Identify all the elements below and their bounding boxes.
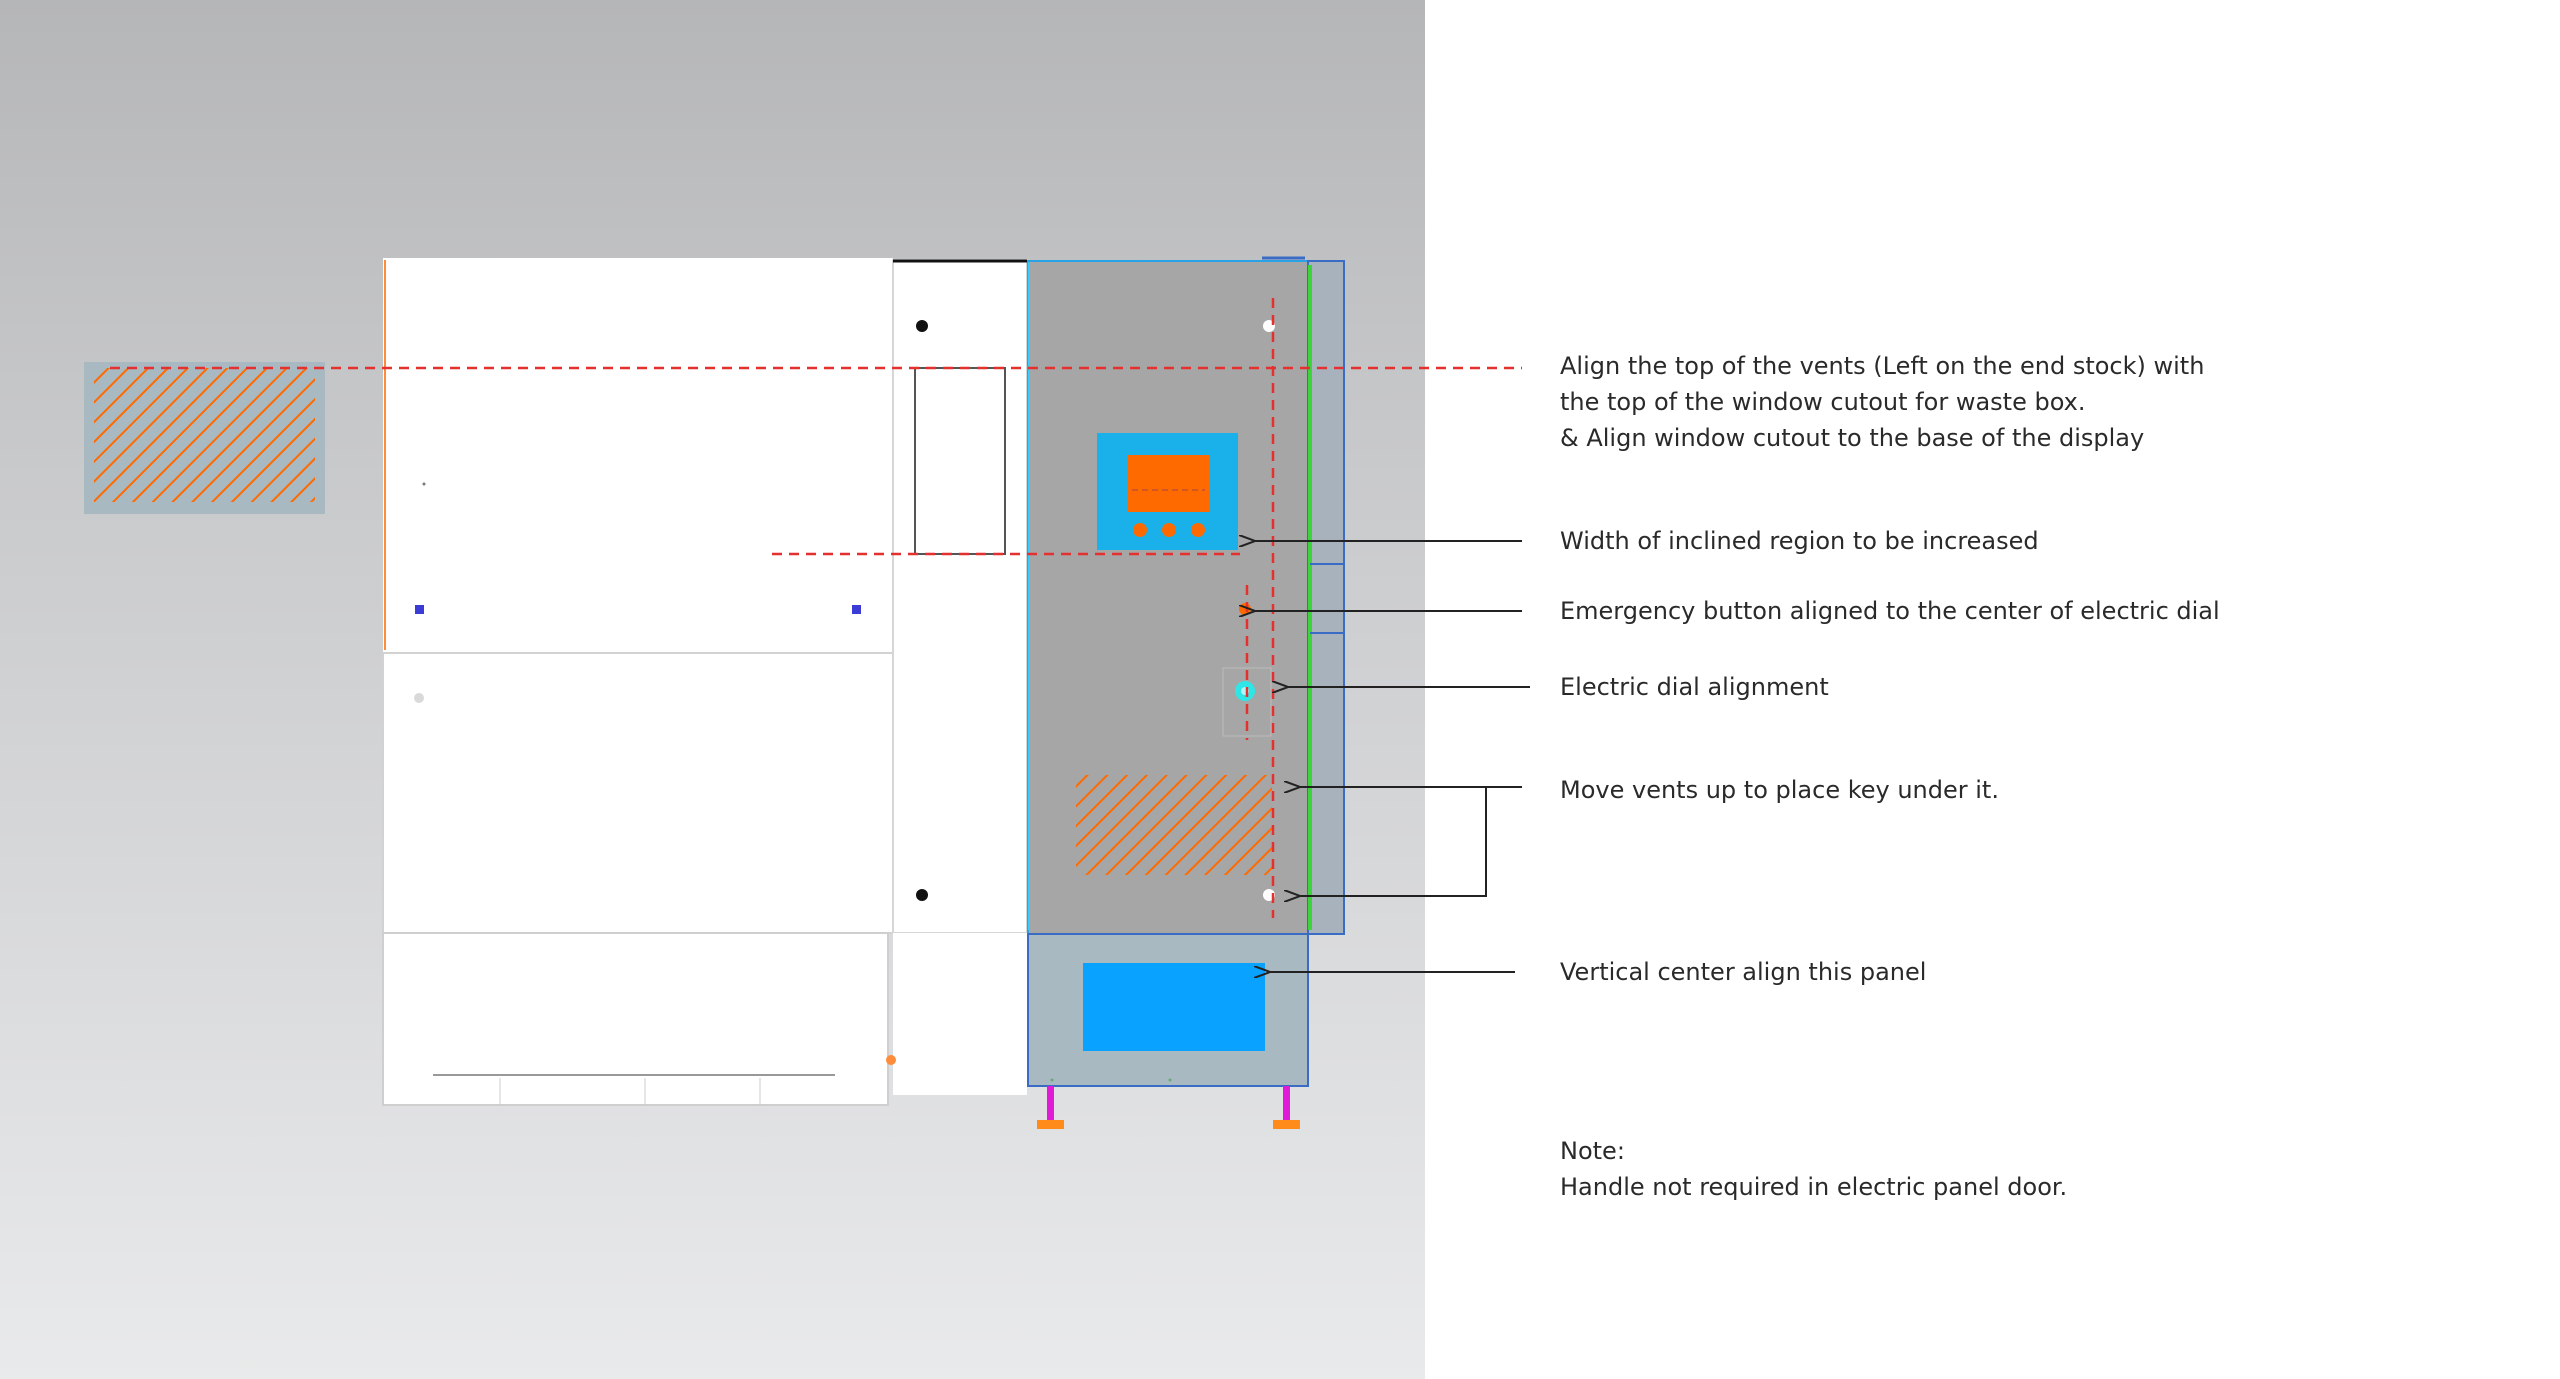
waste-box-column	[886, 259, 1028, 1095]
vent-hatch	[1076, 775, 1272, 875]
annotation-inclined-region: Width of inclined region to be increased	[1560, 527, 2039, 555]
annotation-panel-center: Vertical center align this panel	[1560, 958, 1927, 986]
electric-panel-door	[1083, 963, 1265, 1051]
vent-detail-left	[84, 362, 325, 514]
note-text: Handle not required in electric panel do…	[1560, 1173, 2068, 1201]
annotation-vents-align-line1: Align the top of the vents (Left on the …	[1560, 352, 2205, 380]
leveling-feet	[1037, 1086, 1300, 1129]
fastener-left	[415, 605, 424, 614]
note-heading: Note:	[1560, 1137, 1625, 1165]
annotation-electric-dial: Electric dial alignment	[1560, 673, 1829, 701]
annotation-vents-align-line2: the top of the window cutout for waste b…	[1560, 388, 2086, 416]
annotation-note: Note: Handle not required in electric pa…	[1560, 1133, 2067, 1205]
annotation-move-vents: Move vents up to place key under it.	[1560, 776, 1999, 804]
display-screen	[1128, 455, 1210, 512]
leader-key	[1300, 787, 1487, 896]
annotation-vents-align-line3: & Align window cutout to the base of the…	[1560, 424, 2145, 452]
annotation-emergency-button: Emergency button aligned to the center o…	[1560, 597, 2220, 625]
fastener-right	[852, 605, 861, 614]
display-button-3	[1191, 523, 1205, 537]
display-button-2	[1162, 523, 1176, 537]
display-unit	[1097, 433, 1238, 550]
display-button-1	[1133, 523, 1147, 537]
left-cabinet	[382, 258, 894, 1106]
electric-panel	[1027, 933, 1309, 1087]
annotation-vents-align: Align the top of the vents (Left on the …	[1560, 348, 2204, 456]
emergency-button	[1239, 603, 1251, 615]
leader-lines	[1255, 541, 1530, 972]
electric-cabinet	[1027, 256, 1345, 935]
